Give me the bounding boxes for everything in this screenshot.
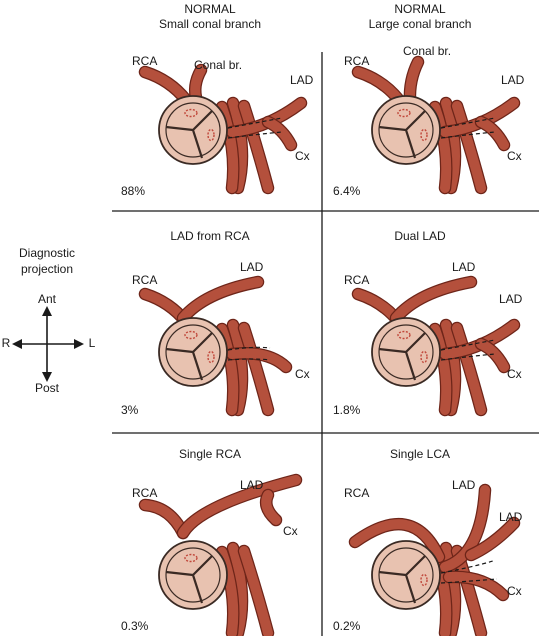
lad-label: LAD [501, 73, 525, 87]
conal-branch-label: Conal br. [403, 44, 451, 58]
heart-sketch [138, 63, 308, 195]
panel-title: NORMAL [394, 2, 446, 16]
rca-label: RCA [344, 273, 369, 287]
cx-label: Cx [295, 367, 310, 381]
heart-sketch [138, 473, 303, 636]
panel-subtitle: Large conal branch [369, 17, 472, 31]
cx-label: Cx [507, 367, 522, 381]
panel-title: Single LCA [390, 447, 450, 461]
rca-label: RCA [132, 486, 157, 500]
panel-lad-from-rca: LAD from RCA RCA LAD Cx 3% [121, 229, 310, 417]
lad-label: LAD [452, 260, 476, 274]
heart-sketch [348, 483, 521, 636]
left-label: L [89, 336, 96, 350]
panel-title: NORMAL [184, 2, 236, 16]
panel-dual-lad: Dual LAD RCA LAD LAD Cx 1.8% [333, 229, 523, 417]
panel-title: LAD from RCA [170, 229, 249, 243]
second-lad-label: LAD [499, 510, 523, 524]
panel-title: Single RCA [179, 447, 241, 461]
panel-single-lca: Single LCA RCA LAD LAD Cx 0.2% [333, 447, 523, 636]
cx-label: Cx [507, 584, 522, 598]
cx-label: Cx [507, 149, 522, 163]
panel-single-rca: Single RCA RCA LAD Cx 0.3% [121, 447, 303, 636]
rca-label: RCA [344, 486, 369, 500]
cx-label: Cx [295, 149, 310, 163]
post-label: Post [35, 381, 60, 395]
rca-label: RCA [132, 54, 157, 68]
lad-label: LAD [240, 260, 264, 274]
prevalence-percent: 6.4% [333, 184, 361, 198]
right-label: R [2, 336, 11, 350]
rca-label: RCA [132, 273, 157, 287]
ant-label: Ant [38, 292, 57, 306]
panel-subtitle: Small conal branch [159, 17, 261, 31]
lad-label: LAD [290, 73, 314, 87]
orientation-title-line2: projection [21, 262, 73, 276]
heart-sketch [351, 55, 521, 195]
lad-label: LAD [240, 478, 264, 492]
lad-label: LAD [452, 478, 476, 492]
prevalence-percent: 88% [121, 184, 145, 198]
second-lad-label: LAD [499, 292, 523, 306]
heart-sketch [138, 275, 293, 417]
direction-cross-icon [12, 306, 84, 382]
panel-normal-large: NORMAL Large conal branch RCA Conal br. … [333, 2, 525, 198]
panel-normal-small: NORMAL Small conal branch RCA Conal br. … [121, 2, 314, 198]
prevalence-percent: 3% [121, 403, 139, 417]
rca-label: RCA [344, 54, 369, 68]
panel-title: Dual LAD [394, 229, 446, 243]
orientation-title-line1: Diagnostic [19, 246, 75, 260]
cx-label: Cx [283, 524, 298, 538]
prevalence-percent: 0.3% [121, 619, 149, 633]
heart-sketch [351, 275, 521, 417]
orientation-legend: Diagnostic projection Ant Post R L [2, 246, 96, 395]
prevalence-percent: 1.8% [333, 403, 361, 417]
prevalence-percent: 0.2% [333, 619, 361, 633]
conal-branch-label: Conal br. [194, 58, 242, 72]
